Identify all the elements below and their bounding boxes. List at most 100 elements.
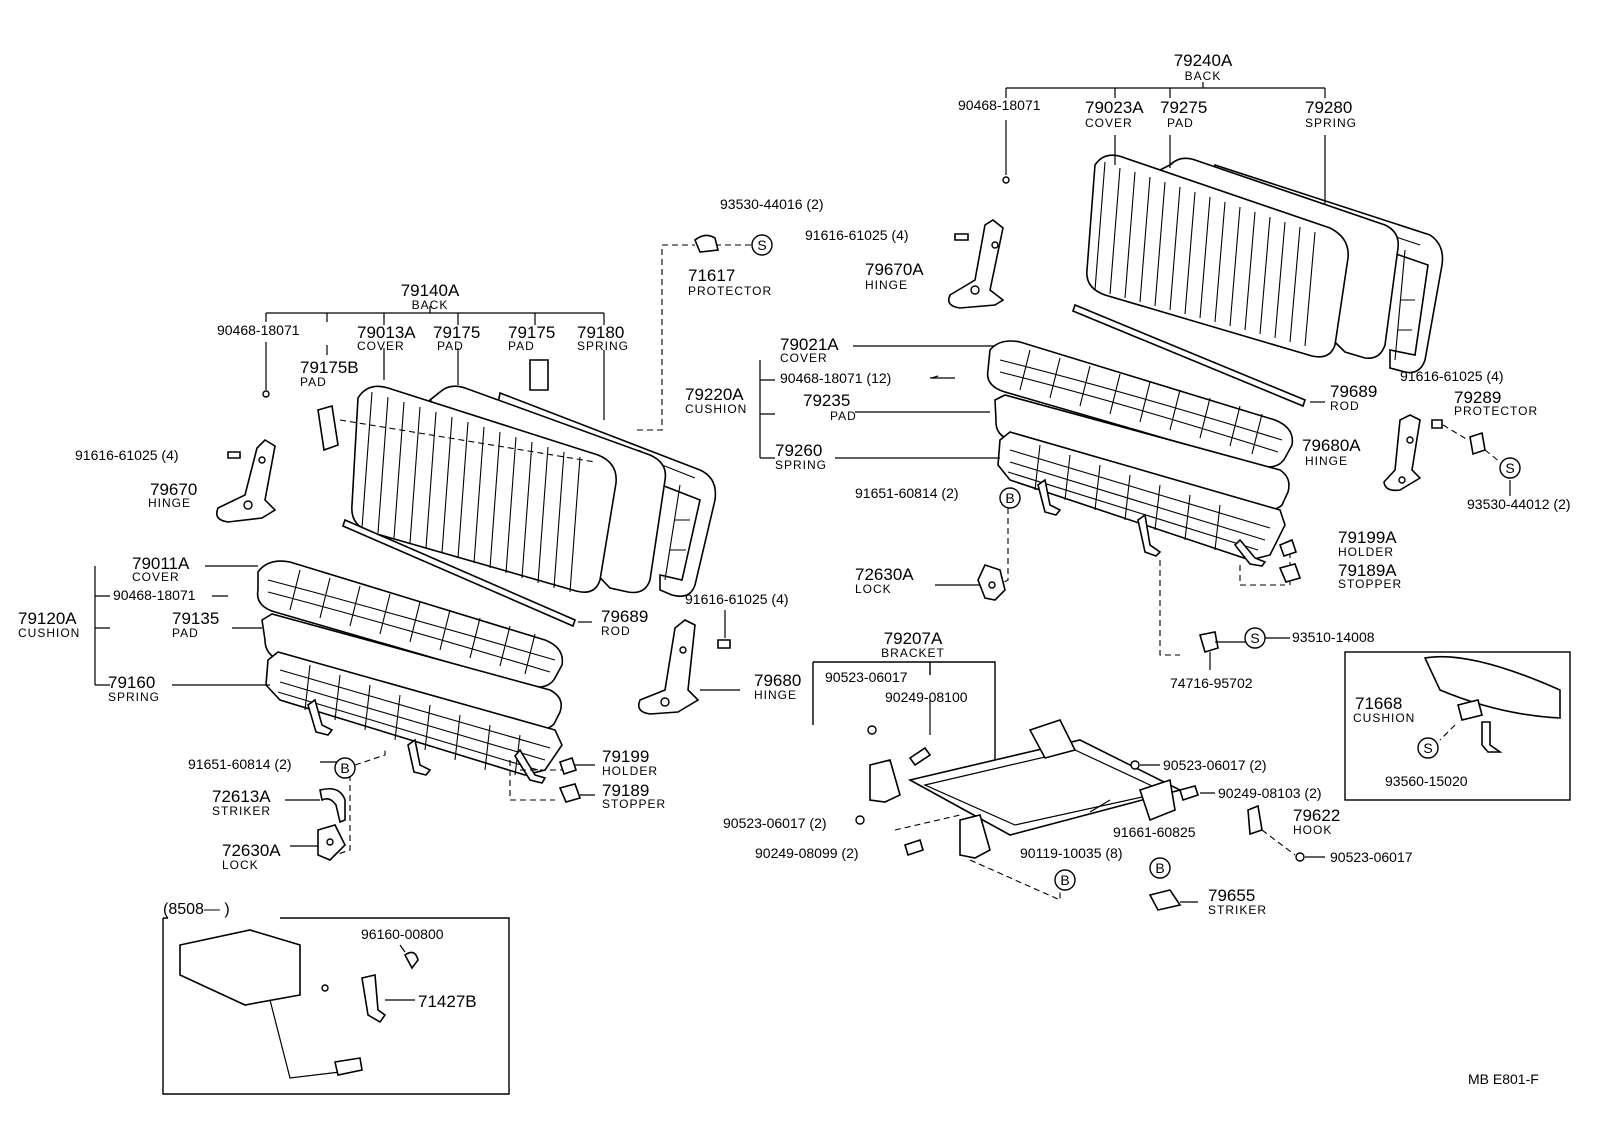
label-79680A: 79680A	[1302, 436, 1361, 455]
label-90249-08100: 90249-08100	[885, 689, 968, 705]
label-79140A: 79140A	[401, 281, 460, 300]
name-ccover-r: COVER	[780, 351, 828, 365]
b-symbol-2: B	[340, 760, 349, 776]
label-91616-a: 91616-61025 (4)	[805, 227, 909, 243]
b-symbol-3: B	[1060, 872, 1069, 888]
box-71668	[1344, 651, 1571, 801]
lock-72630A-right	[977, 564, 1006, 601]
name-pad-l2: PAD	[508, 339, 535, 353]
label-91651-r: 91651-60814 (2)	[855, 485, 959, 501]
label-91616-c: 91616-61025 (4)	[1400, 368, 1504, 384]
hinge-79670A	[947, 219, 1005, 309]
label-79189: 79189	[602, 781, 649, 800]
label-72613A: 72613A	[212, 787, 271, 806]
label-93530-44016: 93530-44016 (2)	[720, 196, 824, 212]
label-79023A: 79023A	[1085, 98, 1144, 117]
right-stopper-dash	[1239, 552, 1291, 586]
name-striker-l: STRIKER	[212, 804, 271, 818]
right-lock-dash	[989, 508, 1180, 656]
right-back-leaders	[1002, 82, 1326, 205]
label-79622: 79622	[1293, 806, 1340, 825]
name-lock-l: LOCK	[222, 858, 259, 872]
name-pad-r: PAD	[1167, 116, 1194, 130]
name-hinge-lb: HINGE	[754, 688, 797, 702]
label-93510: 93510-14008	[1292, 629, 1375, 645]
label-71668: 71668	[1355, 694, 1402, 713]
label-79180: 79180	[577, 323, 624, 342]
name-rod-l: ROD	[601, 624, 631, 638]
label-71617: 71617	[688, 266, 735, 285]
label-79280: 79280	[1305, 98, 1352, 117]
b-symbol-1: B	[1005, 490, 1014, 506]
label-79189A: 79189A	[1338, 561, 1397, 580]
right-cushion-leaders	[759, 345, 1000, 459]
label-79670: 79670	[150, 480, 197, 499]
name-cspring-l: SPRING	[108, 690, 160, 704]
name-holder-l: HOLDER	[602, 764, 658, 778]
label-79689-l: 79689	[601, 607, 648, 626]
clip-74716	[1198, 631, 1290, 670]
label-90468-12: 90468-18071 (12)	[780, 370, 891, 386]
name-cover-r: COVER	[1085, 116, 1133, 130]
name-pad-lb: PAD	[300, 375, 327, 389]
label-72630A-r: 72630A	[855, 565, 914, 584]
label-79670A: 79670A	[865, 260, 924, 279]
s-symbol-2: S	[1505, 460, 1514, 476]
label-79289: 79289	[1454, 388, 1501, 407]
label-79275: 79275	[1160, 98, 1207, 117]
symbol-circles	[334, 234, 1521, 891]
label-90523-c: 90523-06017 (2)	[723, 815, 827, 831]
name-ccover-l: COVER	[132, 570, 180, 584]
name-cushion-box: CUSHION	[1353, 711, 1415, 725]
pad-79175B	[317, 404, 596, 463]
label-90468-r: 90468-18071	[958, 97, 1041, 113]
label-79160: 79160	[108, 673, 155, 692]
label-90523-d: 90523-06017	[1330, 849, 1413, 865]
label-79021A: 79021A	[780, 335, 839, 354]
name-bracket: BRACKET	[881, 646, 945, 660]
label-93530-44012: 93530-44012 (2)	[1467, 496, 1571, 512]
bracket-79207A	[812, 661, 1325, 911]
name-protector-l: PROTECTOR	[688, 284, 772, 298]
name-cover-l: COVER	[357, 339, 405, 353]
name-cspring-r: SPRING	[775, 458, 827, 472]
label-79680: 79680	[754, 671, 801, 690]
label-79135: 79135	[172, 609, 219, 628]
label-79655: 79655	[1208, 886, 1255, 905]
label-79013A: 79013A	[357, 323, 416, 342]
label-93560: 93560-15020	[1385, 773, 1468, 789]
name-pad-l1: PAD	[437, 339, 464, 353]
hinge-79670	[215, 438, 277, 523]
rod-right	[1072, 303, 1325, 408]
name-rod-r: ROD	[1330, 399, 1360, 413]
left-seat-back	[351, 359, 717, 598]
label-79120A: 79120A	[18, 609, 77, 628]
label-79207A: 79207A	[884, 629, 943, 648]
label-91616-b: 91616-61025 (4)	[75, 447, 179, 463]
protector-71617	[637, 234, 752, 431]
label-90468-l2: 90468-18071	[113, 587, 196, 603]
hinge-79680	[637, 610, 740, 715]
left-back-leaders	[262, 306, 605, 420]
label-79235: 79235	[803, 391, 850, 410]
name-hinge-rb: HINGE	[1305, 454, 1348, 468]
label-90249-08099: 90249-08099 (2)	[755, 845, 859, 861]
drawing-code: MB E801-F	[1468, 1071, 1539, 1087]
name-striker-r: STRIKER	[1208, 903, 1267, 917]
name-stopper-l: STOPPER	[602, 797, 666, 811]
label-90523-b: 90523-06017 (2)	[1163, 757, 1267, 773]
label-90119: 90119-10035 (8)	[1020, 845, 1122, 861]
rod-left	[342, 518, 592, 628]
label-79175B: 79175B	[300, 358, 359, 377]
inset-box	[162, 917, 510, 1095]
name-cushion-l: CUSHION	[18, 626, 80, 640]
name-lock-r: LOCK	[855, 582, 892, 596]
label-79175-2: 79175	[508, 323, 555, 342]
left-cushion-leaders	[94, 565, 270, 686]
label-90249-08103: 90249-08103 (2)	[1218, 785, 1322, 801]
name-cushion-r: CUSHION	[685, 402, 747, 416]
label-91661: 91661-60825	[1113, 824, 1196, 840]
name-spring-l: SPRING	[577, 339, 629, 353]
left-lock-area	[285, 750, 595, 861]
